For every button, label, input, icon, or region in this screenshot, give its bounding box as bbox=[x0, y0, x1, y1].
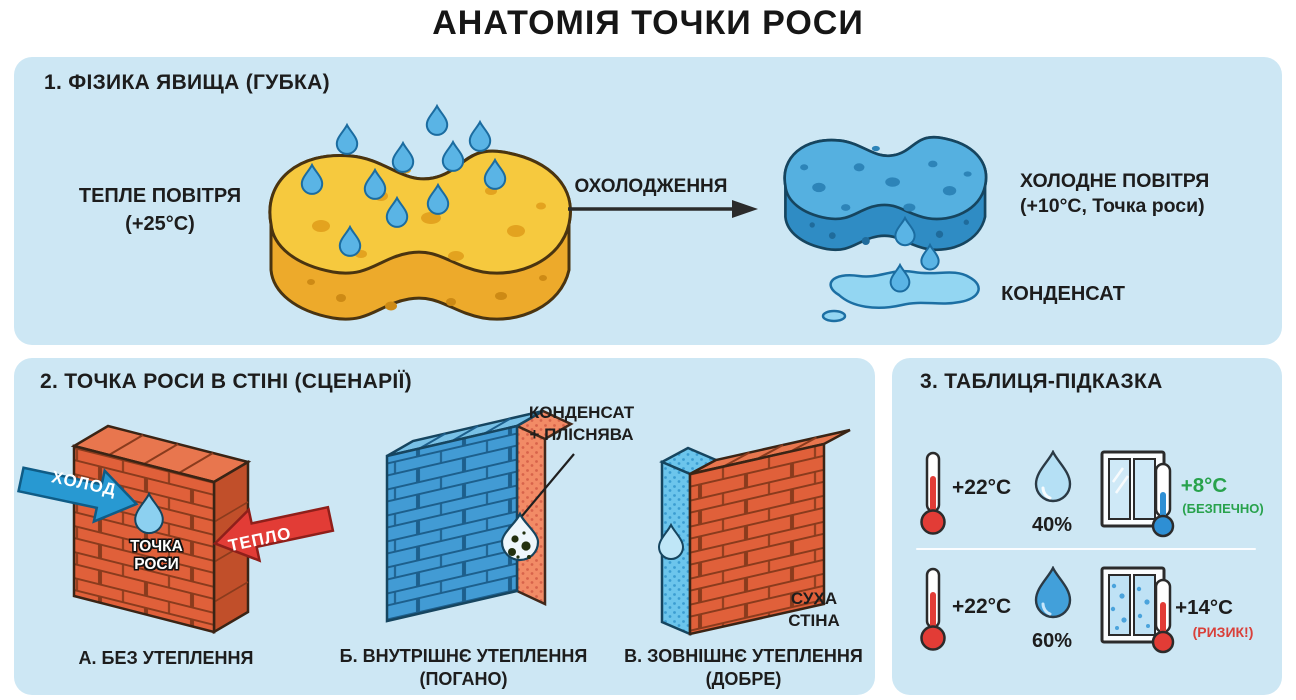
cold-sponge-illustration bbox=[783, 135, 988, 323]
condensate-pointer-line bbox=[521, 453, 575, 517]
sponge-pores bbox=[312, 166, 546, 261]
section-table-header: 3. ТАБЛИЦЯ-ПІДКАЗКА bbox=[920, 370, 1163, 393]
warm-air-label: ТЕПЛЕ ПОВІТРЯ (+25°C) bbox=[78, 185, 242, 235]
dew-point-value-safe: +8°C bbox=[1180, 474, 1228, 497]
humidity-value: 60% bbox=[1031, 630, 1073, 652]
dew-point-label: ТОЧКА РОСИ bbox=[130, 538, 183, 574]
humidity-value: 40% bbox=[1031, 514, 1073, 536]
thermometer-icon bbox=[920, 567, 946, 651]
status-safe: (БЕЗПЕЧНО) bbox=[1182, 501, 1264, 516]
section-wall-scenarios: 2. ТОЧКА РОСИ В СТІНІ (СЦЕНАРІЇ) bbox=[14, 358, 875, 695]
humidity-droplet-icon bbox=[1034, 450, 1072, 503]
cooling-label: ОХОЛОДЖЕННЯ bbox=[574, 176, 728, 197]
wet-sponge-illustration bbox=[268, 105, 572, 321]
cooling-arrow bbox=[568, 200, 758, 218]
dry-wall-label: СУХА СТІНА bbox=[788, 589, 840, 631]
page-title: АНАТОМІЯ ТОЧКИ РОСИ bbox=[432, 4, 864, 42]
section-physics-header: 1. ФІЗИКА ЯВИЩА (ГУБКА) bbox=[44, 71, 330, 94]
caption-internal-insulation: Б. ВНУТРІШНЄ УТЕПЛЕННЯ (ПОГАНО) bbox=[339, 646, 588, 690]
window-thermometer-icon bbox=[1100, 566, 1175, 654]
thermometer-icon bbox=[920, 451, 946, 535]
cold-air-label: ХОЛОДНЕ ПОВІТРЯ (+10°C, Точка роси) bbox=[1020, 170, 1210, 218]
table-divider bbox=[916, 548, 1256, 550]
section-wall-header: 2. ТОЧКА РОСИ В СТІНІ (СЦЕНАРІЇ) bbox=[40, 370, 412, 393]
condensate-label: КОНДЕНСАТ bbox=[1001, 283, 1125, 305]
wall-b-internal-insulation bbox=[385, 409, 574, 623]
section-physics: 1. ФІЗИКА ЯВИЩА (ГУБКА) ТЕПЛЕ ПОВІТРЯ (+… bbox=[14, 57, 1282, 345]
wall-a-no-insulation bbox=[70, 424, 252, 635]
humidity-droplet-icon bbox=[1034, 566, 1072, 619]
caption-no-insulation: А. БЕЗ УТЕПЛЕННЯ bbox=[78, 648, 254, 668]
dew-point-value-risk: +14°C bbox=[1175, 596, 1233, 619]
wall-c-external-insulation bbox=[658, 428, 851, 636]
section-cheat-table: 3. ТАБЛИЦЯ-ПІДКАЗКА +22°C 40% +8°C (БЕЗП… bbox=[892, 358, 1282, 695]
window-thermometer-icon bbox=[1100, 450, 1175, 538]
warm-arrow bbox=[212, 505, 335, 563]
condensate-mold-label: КОНДЕНСАТ + ПЛІСНЯВА bbox=[528, 403, 635, 445]
status-risk: (РИЗИК!) bbox=[1192, 624, 1254, 640]
room-temp-value: +22°C bbox=[952, 595, 1012, 618]
caption-external-insulation: В. ЗОВНІШНЄ УТЕПЛЕННЯ (ДОБРЕ) bbox=[624, 646, 863, 690]
cold-arrow bbox=[17, 466, 139, 524]
wall-scenarios-illustration bbox=[17, 409, 851, 636]
room-temp-value: +22°C bbox=[952, 476, 1012, 499]
